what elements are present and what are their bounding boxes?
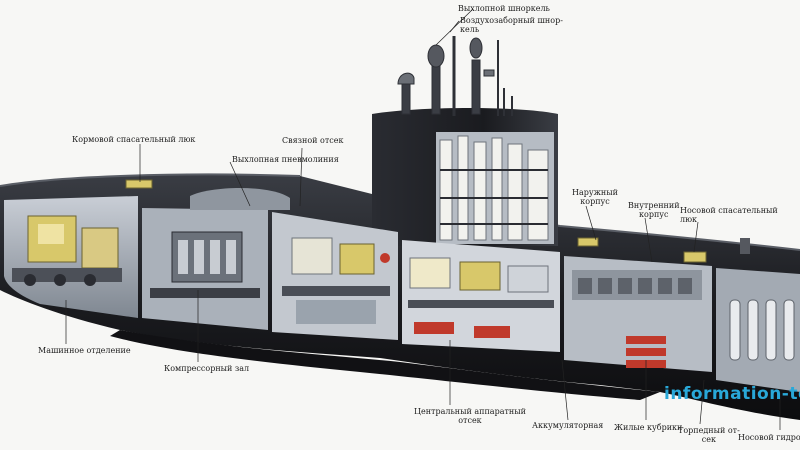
label-air-intake-snorkel-2: кель (460, 25, 480, 34)
label-outer-hull-1: Наружный (572, 188, 618, 197)
label-exhaust-snorkel: Выхлопной шноркель (458, 4, 550, 13)
label-bow-escape-hatch-2: люк (680, 215, 698, 224)
hatches (125, 179, 707, 263)
compressor-compartment (142, 188, 290, 330)
leader-lines (65, 8, 781, 430)
label-outer-hull: Наружный корпус (572, 188, 618, 206)
label-bow-escape-hatch-1: Носовой спасательный (680, 206, 778, 215)
watermark: information-te (664, 384, 800, 404)
label-central-control-1: Центральный аппаратный (414, 407, 526, 416)
label-torpedo-room: Торпедный от- сек (678, 426, 740, 444)
label-inner-hull-1: Внутренний (628, 201, 680, 210)
torpedo-compartment (716, 238, 800, 392)
masts (397, 36, 513, 116)
label-bow-sonar: Носовой гидро (738, 433, 800, 442)
label-torpedo-room-1: Торпедный от- (678, 426, 740, 435)
label-torpedo-room-2: сек (701, 435, 716, 444)
label-outer-hull-2: корпус (580, 197, 610, 206)
comms-compartment (272, 212, 398, 340)
label-exhaust-pneumatic-line: Выхлопная пневмолиния (232, 155, 339, 164)
label-battery-room: Аккумуляторная (532, 421, 604, 430)
battery-quarters-compartment (564, 256, 712, 372)
label-compressor-room: Компрессорный зал (164, 364, 250, 373)
engine-compartment (4, 196, 138, 318)
label-crew-quarters: Жилые кубрики (614, 423, 683, 432)
label-aft-escape-hatch: Кормовой спасательный люк (72, 135, 196, 144)
central-control-compartment (402, 240, 560, 352)
label-inner-hull: Внутренний корпус (628, 201, 680, 219)
label-engine-room: Машинное отделение (38, 346, 131, 355)
label-central-control: Центральный аппаратный отсек (414, 407, 526, 425)
conning-tower (372, 108, 558, 246)
label-comms-compartment: Связной отсек (282, 136, 344, 145)
label-central-control-2: отсек (458, 416, 482, 425)
label-bow-escape-hatch: Носовой спасательный люк (680, 206, 778, 224)
label-inner-hull-2: корпус (639, 210, 669, 219)
label-air-intake-snorkel-1: Воздухозаборный шнор- (460, 16, 563, 25)
keel (110, 330, 660, 400)
